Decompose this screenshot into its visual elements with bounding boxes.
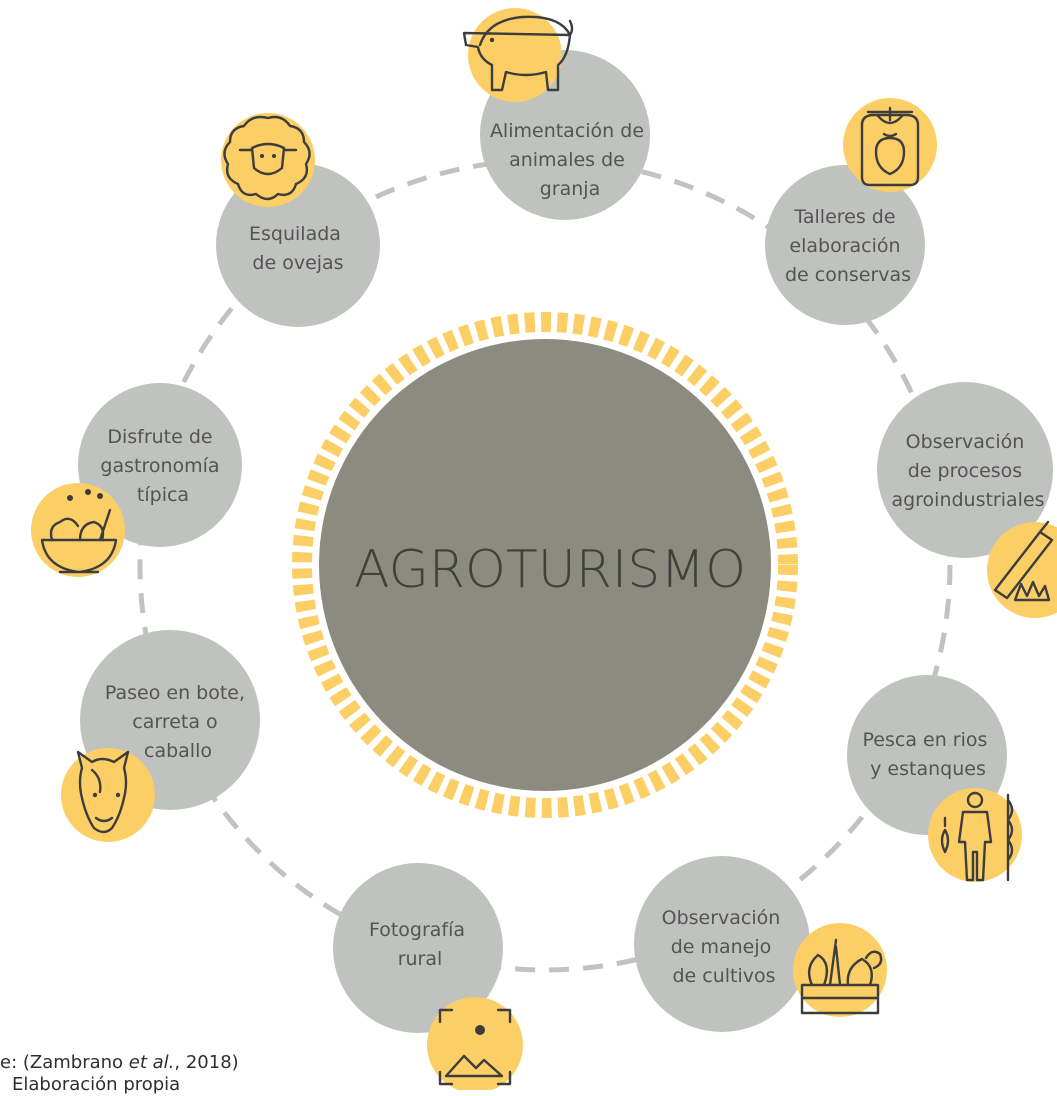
svg-text:Paseo en bote, carreta o: Paseo en bote, carreta o caballo xyxy=(105,682,251,762)
svg-text:Disfrute de gastronomía: Disfrute de gastronomía típica xyxy=(100,426,225,506)
center-sun-ring xyxy=(292,312,798,818)
svg-text:Fotografía rural: Fotografía rural xyxy=(369,919,471,970)
center-label: AGROTURISMO xyxy=(354,540,746,600)
jar-icon xyxy=(860,106,920,187)
svg-text:Observación de procesos: Observación de procesos agroindustriales xyxy=(891,431,1044,511)
source-caption: e: (Zambrano et al., 2018) Elaboración p… xyxy=(0,1052,239,1096)
horse-icon xyxy=(76,750,130,834)
activity-node-crops: Observación de manejo de cultivos xyxy=(634,856,887,1032)
activity-node-animal-feeding: Alimentación de animales de granja xyxy=(462,8,650,220)
farm-tool-icon xyxy=(993,520,1054,602)
activity-label-line: Talleres de xyxy=(793,206,895,228)
activity-label-line: Observación xyxy=(662,907,781,929)
activity-label-line: animales de xyxy=(509,149,625,171)
activity-node-shearing: Esquilada de ovejas xyxy=(216,113,380,327)
center-hub: AGROTURISMO xyxy=(292,312,798,818)
activity-label-line: Paseo en bote, xyxy=(105,682,245,704)
landscape-photo-icon xyxy=(438,1008,512,1086)
activity-label-line: Esquilada xyxy=(249,223,341,245)
activity-label-line: de procesos xyxy=(908,460,1022,482)
fisherman-icon xyxy=(940,791,1014,882)
activity-label-line: Fotografía xyxy=(369,919,465,941)
activity-node-fishing: Pesca en rios y estanques xyxy=(847,675,1022,882)
activity-label-line: de cultivos xyxy=(672,965,775,987)
source-citation: e: (Zambrano et al., 2018) xyxy=(0,1052,239,1073)
activity-label-line: Observación xyxy=(906,431,1025,453)
pig-icon xyxy=(462,15,574,92)
activity-node-photography: Fotografía rural xyxy=(333,863,523,1090)
activity-label-line: caballo xyxy=(144,740,212,762)
center-disc xyxy=(319,339,771,791)
svg-text:Esquilada de ovejas: Esquilada de ovejas xyxy=(249,223,347,274)
vegetable-crate-icon xyxy=(800,938,883,1015)
activity-label-line: de conservas xyxy=(785,264,911,286)
svg-text:Observación de manejo: Observación de manejo de cultivos xyxy=(662,907,787,987)
activity-node-preserves: Talleres de elaboración de conservas xyxy=(765,98,937,325)
svg-text:Alimentación de animales: Alimentación de animales de granja xyxy=(490,120,650,200)
salad-bowl-icon xyxy=(40,489,118,574)
activity-label-line: de ovejas xyxy=(252,252,343,274)
activity-label-line: de manejo xyxy=(671,936,772,958)
svg-text:Pesca en rios y estanque: Pesca en rios y estanques xyxy=(863,729,994,780)
activity-label-line: y estanques xyxy=(870,758,986,780)
activity-label-line: Disfrute de xyxy=(107,426,212,448)
activity-label-line: granja xyxy=(540,178,600,200)
activity-label-line: Pesca en rios xyxy=(863,729,988,751)
activity-label-line: gastronomía xyxy=(100,455,219,477)
sheep-icon xyxy=(223,115,311,201)
activity-node-agroindustrial: Observación de procesos agroindustriales xyxy=(877,382,1057,618)
activity-label-line: carreta o xyxy=(132,711,217,733)
activity-label-line: agroindustriales xyxy=(891,489,1044,511)
activity-label-line: rural xyxy=(398,948,443,970)
activity-label-line: típica xyxy=(137,484,189,506)
activity-label-line: elaboración xyxy=(789,235,900,257)
source-note: Elaboración propia xyxy=(12,1074,181,1095)
activity-node-gastronomy: Disfrute de gastronomía típica xyxy=(31,383,242,577)
activity-node-rides: Paseo en bote, carreta o caballo xyxy=(61,630,260,842)
activity-label-line: Alimentación de xyxy=(490,120,644,142)
svg-text:Talleres de elaboración: Talleres de elaboración de conservas xyxy=(785,206,911,286)
